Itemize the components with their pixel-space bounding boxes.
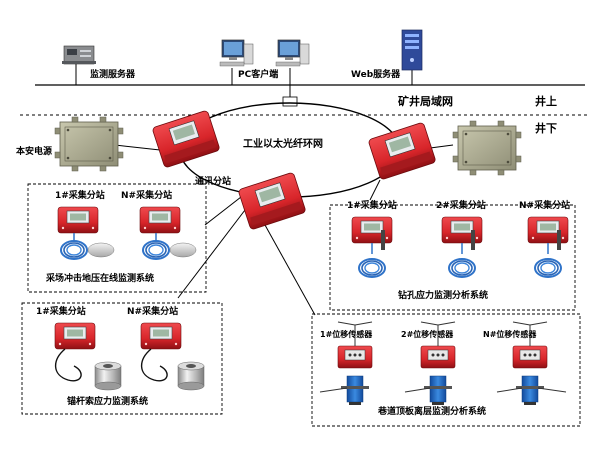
impact-station-n-label: N#采集分站 [121,191,173,201]
monitoring-server-icon [62,45,96,85]
borehole-station-1 [351,216,393,278]
anchor-station-1 [54,322,122,391]
ring-network-label: 工业以太光纤环网 [243,139,323,150]
roof-sensor-1-label: 1#位移传感器 [320,330,373,339]
ring-station-right [368,122,436,180]
borehole-station-n-label: N#采集分站 [519,201,571,211]
lan-label: 矿井局域网 [398,95,453,108]
link-borehole [369,179,381,201]
impact-station-n [139,206,197,260]
borehole-station-1-label: 1#采集分站 [347,201,397,211]
comm-substation-device [238,172,306,230]
borehole-system-title: 钻孔应力监测分析系统 [398,291,489,301]
surface-label: 井上 [535,95,557,108]
web-server-label: Web服务器 [351,70,401,80]
borehole-station-n [527,216,569,278]
comm-substation-label: 通讯分站 [195,177,232,187]
borehole-system-box [329,204,576,311]
anchor-station-n [140,322,205,391]
monitoring-server-label: 监测服务器 [90,70,136,80]
intrinsic-power-box-left [54,116,124,172]
impact-system-box [27,183,207,293]
web-server-icon [401,29,423,85]
link-anchor [177,209,246,299]
impact-station-1-label: 1#采集分站 [55,191,105,201]
roof-sensor-2-label: 2#位移传感器 [401,330,454,339]
power-supply-label: 本安电源 [16,147,53,157]
impact-system-title: 采场冲击地压在线监测系统 [46,274,155,284]
link-roof [264,224,316,316]
anchor-station-n-label: N#采集分站 [127,307,179,317]
borehole-station-2 [441,216,483,278]
roof-sensor-1 [319,321,373,406]
anchor-station-1-label: 1#采集分站 [36,307,86,317]
impact-station-1 [57,206,115,260]
anchor-system-box [21,302,223,415]
anchor-system-title: 锚杆索应力监测系统 [67,397,149,407]
pc-client-icon [219,39,310,85]
roof-sensor-n [496,321,567,406]
ring-station-left [152,110,220,168]
borehole-station-2-label: 2#采集分站 [436,201,486,211]
roof-sensor-n-label: N#位移传感器 [483,330,537,339]
roof-system-title: 巷道顶板离层监测分析系统 [378,407,487,417]
ring-switch-icon [282,96,298,107]
pc-client-label: PC客户端 [238,70,279,80]
underground-label: 井下 [535,122,557,135]
intrinsic-power-box-right [452,120,522,176]
roof-sensor-2 [404,321,456,406]
